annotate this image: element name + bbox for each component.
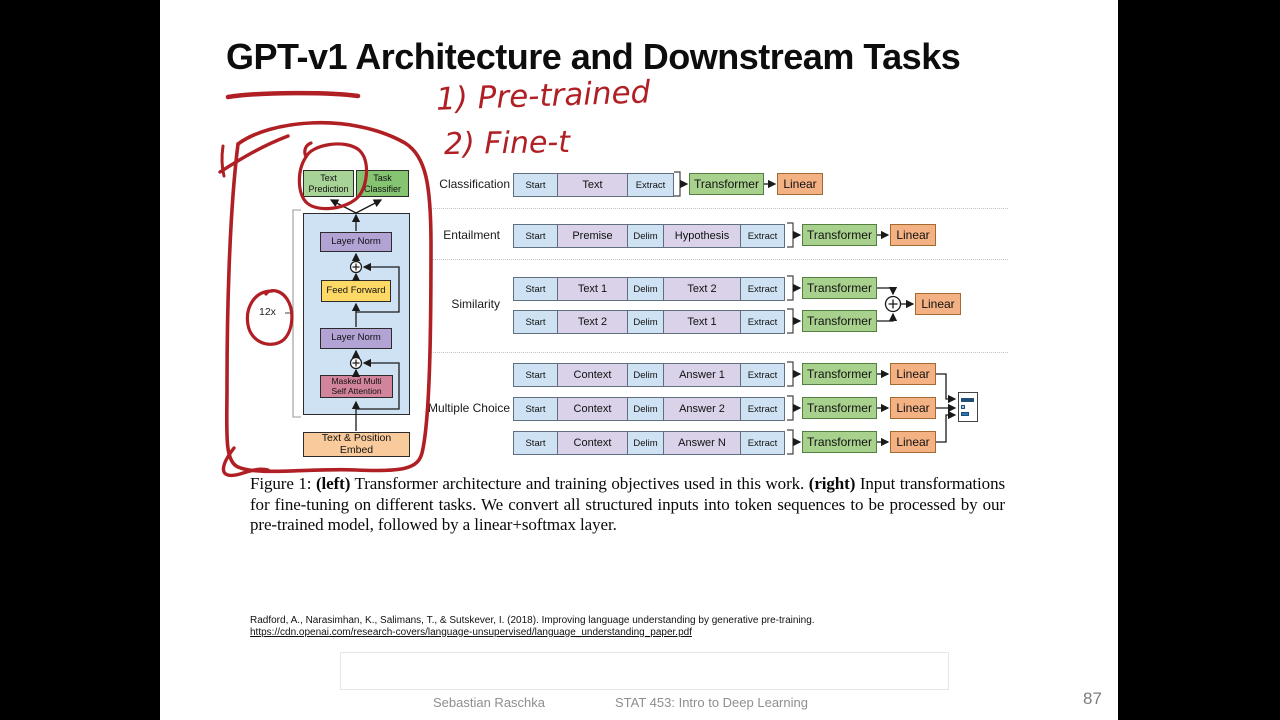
token-sequence: Start Text 2 Delim Text 1 Extract — [513, 310, 785, 334]
ink-note-pretrained: 1) Pre-trained — [435, 74, 651, 118]
token-segment: Text 2 — [558, 311, 628, 333]
linear-box: Linear — [915, 293, 961, 315]
token-segment: Start — [514, 278, 558, 300]
transformer-box: Transformer — [802, 431, 877, 453]
token-segment: Premise — [558, 225, 628, 247]
empty-placeholder-box — [340, 652, 949, 690]
token-segment: Start — [514, 174, 558, 196]
token-segment: Answer 1 — [664, 364, 741, 386]
slide-title: GPT-v1 Architecture and Downstream Tasks — [226, 36, 961, 77]
ink-note-finetuned: 2) Fine-t — [443, 124, 571, 163]
ink-tick-stroke — [220, 144, 226, 178]
sum-circle-icon — [884, 295, 902, 313]
token-segment: Extract — [741, 432, 784, 454]
masked-attention-box: Masked Multi Self Attention — [320, 375, 393, 398]
token-segment: Answer N — [664, 432, 741, 454]
token-sequence: Start Context Delim Answer 1 Extract — [513, 363, 785, 387]
linear-box: Linear — [890, 397, 936, 419]
figure-caption: Figure 1: (left) Transformer architectur… — [250, 474, 1005, 536]
probability-bar — [961, 398, 974, 402]
ink-underline — [225, 90, 361, 100]
token-sequence: Start Context Delim Answer 2 Extract — [513, 397, 785, 421]
softmax-output-box — [958, 392, 978, 422]
transformer-box: Transformer — [802, 277, 877, 299]
token-segment: Delim — [628, 278, 664, 300]
token-segment: Delim — [628, 432, 664, 454]
token-segment: Delim — [628, 311, 664, 333]
token-segment: Start — [514, 432, 558, 454]
token-segment: Text 1 — [664, 311, 741, 333]
reference-url-link[interactable]: https://cdn.openai.com/research-covers/l… — [250, 626, 692, 638]
caption-text-right: Input transformations for fine-tuning on… — [250, 474, 1005, 534]
token-segment: Extract — [741, 398, 784, 420]
transformer-box: Transformer — [802, 224, 877, 246]
token-segment: Extract — [628, 174, 673, 196]
caption-bold-right: (right) — [808, 474, 856, 493]
task-label-multiple-choice: Multiple Choice — [427, 401, 510, 415]
transformer-box: Transformer — [689, 173, 764, 195]
caption-bold-left: (left) — [315, 474, 351, 493]
token-segment: Text 1 — [558, 278, 628, 300]
token-segment: Delim — [628, 225, 664, 247]
token-segment: Start — [514, 364, 558, 386]
embed-box: Text & Position Embed — [303, 432, 410, 457]
reference-block: Radford, A., Narasimhan, K., Salimans, T… — [250, 615, 815, 638]
separator-dotted — [430, 208, 1008, 209]
linear-box: Linear — [890, 224, 936, 246]
caption-text-left: Transformer architecture and training ob… — [350, 474, 809, 493]
transformer-box: Transformer — [802, 310, 877, 332]
token-segment: Extract — [741, 278, 784, 300]
token-segment: Extract — [741, 311, 784, 333]
token-segment: Start — [514, 398, 558, 420]
layer-norm-top-box: Layer Norm — [320, 232, 392, 252]
token-segment: Extract — [741, 225, 784, 247]
token-segment: Context — [558, 432, 628, 454]
page-number: 87 — [1083, 689, 1102, 708]
repeat-12x-label: 12x — [259, 306, 276, 318]
repeat-bracket — [285, 209, 301, 418]
task-label-classification: Classification — [439, 177, 510, 191]
token-sequence: Start Premise Delim Hypothesis Extract — [513, 224, 785, 248]
token-sequence: Start Text Extract — [513, 173, 674, 197]
caption-prefix: Figure 1: — [250, 474, 316, 493]
linear-box: Linear — [777, 173, 823, 195]
probability-bar — [961, 405, 965, 409]
reference-citation: Radford, A., Narasimhan, K., Salimans, T… — [250, 615, 815, 626]
transformer-box: Transformer — [802, 363, 877, 385]
token-sequence: Start Text 1 Delim Text 2 Extract — [513, 277, 785, 301]
token-segment: Start — [514, 311, 558, 333]
separator-dotted — [430, 259, 1008, 260]
layer-norm-bottom-box: Layer Norm — [320, 328, 392, 349]
ink-tail-stroke — [218, 134, 290, 174]
feed-forward-box: Feed Forward — [321, 280, 391, 302]
text-prediction-box: Text Prediction — [303, 170, 354, 197]
token-segment: Extract — [741, 364, 784, 386]
token-segment: Answer 2 — [664, 398, 741, 420]
token-segment: Delim — [628, 364, 664, 386]
linear-box: Linear — [890, 363, 936, 385]
token-segment: Context — [558, 364, 628, 386]
token-segment: Start — [514, 225, 558, 247]
footer-course: STAT 453: Intro to Deep Learning — [615, 695, 808, 710]
probability-bar — [961, 412, 969, 416]
token-segment: Text — [558, 174, 628, 196]
task-label-entailment: Entailment — [443, 228, 500, 242]
footer-author: Sebastian Raschka — [433, 695, 546, 710]
token-segment: Text 2 — [664, 278, 741, 300]
transformer-box: Transformer — [802, 397, 877, 419]
separator-dotted — [430, 352, 1008, 353]
token-segment: Delim — [628, 398, 664, 420]
slide: GPT-v1 Architecture and Downstream Tasks… — [160, 0, 1118, 720]
token-segment: Context — [558, 398, 628, 420]
token-sequence: Start Context Delim Answer N Extract — [513, 431, 785, 455]
linear-box: Linear — [890, 431, 936, 453]
task-label-similarity: Similarity — [451, 297, 500, 311]
token-segment: Hypothesis — [664, 225, 741, 247]
ink-bottom-wiggle — [221, 446, 270, 478]
